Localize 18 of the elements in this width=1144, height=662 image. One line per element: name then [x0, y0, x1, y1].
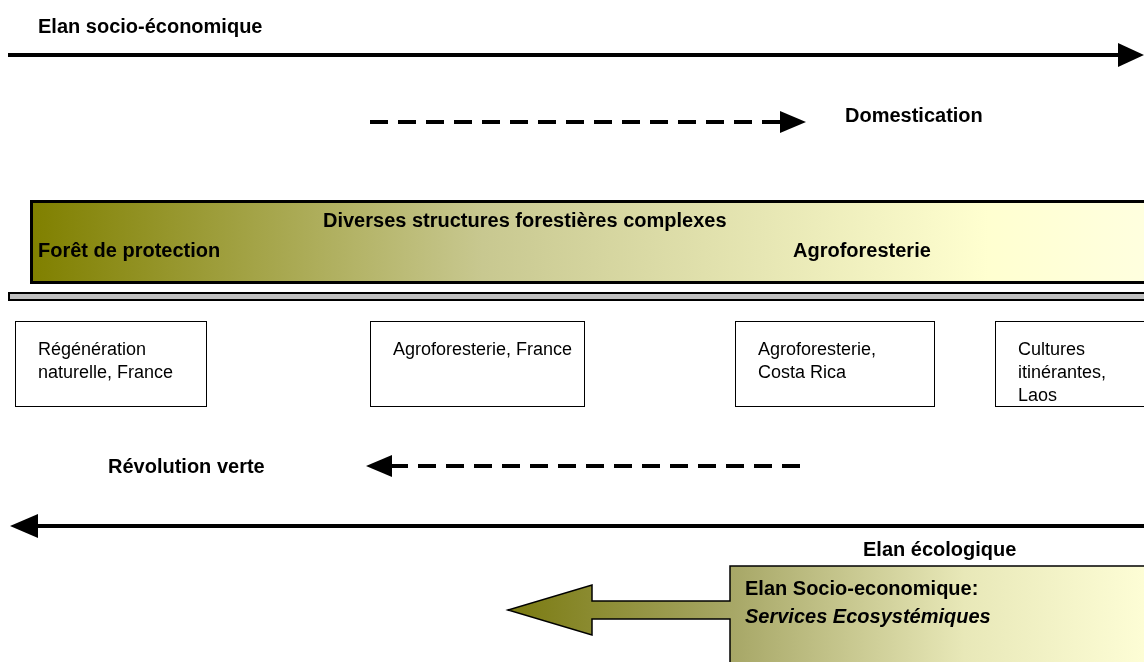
case-text: Régénération naturelle, France — [38, 338, 175, 384]
arrow-label: Domestication — [845, 104, 983, 127]
case-text: Agroforesterie, France — [393, 338, 574, 361]
arrow-label: Révolution verte — [108, 455, 265, 478]
callout-title: Elan Socio-economique: — [745, 577, 979, 600]
gradient-band — [30, 200, 1144, 284]
case-box — [15, 321, 207, 407]
case-box — [735, 321, 935, 407]
band-label: Agroforesterie — [793, 239, 931, 262]
band-title: Diverses structures forestières complexes — [323, 209, 727, 232]
callout-text: Services Ecosystémiques — [745, 605, 991, 628]
arrow-label: Elan socio-économique — [38, 15, 263, 38]
band-label: Forêt de protection — [38, 239, 221, 262]
case-text: Agroforesterie, Costa Rica — [758, 338, 878, 384]
case-box — [995, 321, 1144, 407]
case-box — [370, 321, 585, 407]
case-text: Cultures itinérantes, Laos — [1018, 338, 1108, 407]
arrow-label: Elan écologique — [863, 538, 1017, 561]
